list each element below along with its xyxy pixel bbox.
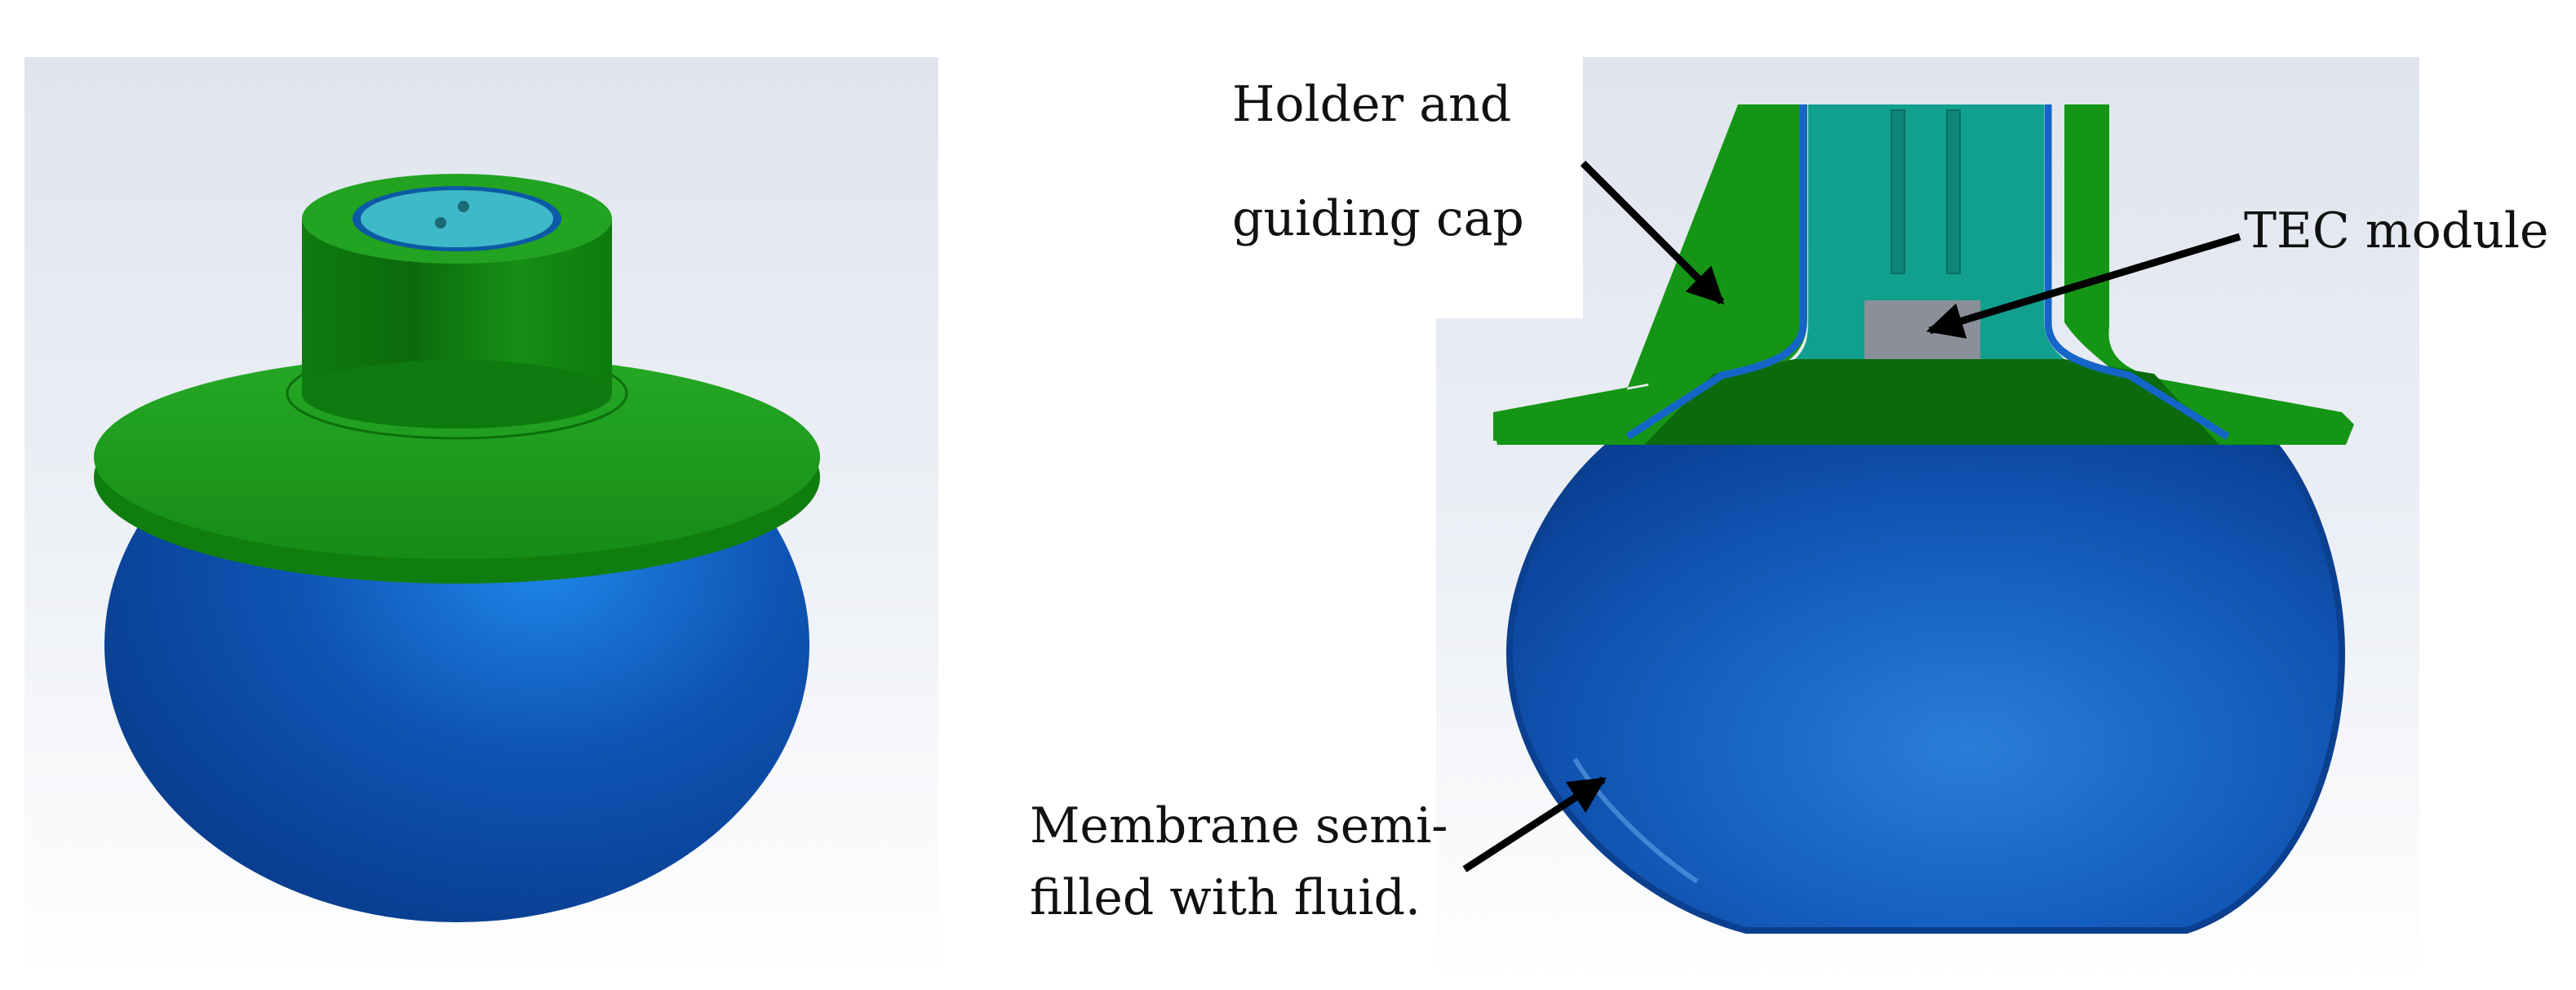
channel-1: [1891, 109, 1905, 274]
holder-brim-left: [1493, 104, 1791, 445]
port-hole-1: [458, 201, 469, 212]
membrane-highlight: [1572, 757, 1699, 884]
label-area-holder: [1199, 49, 1583, 318]
right-panel: Holder and guiding cap TEC module Membra…: [1030, 49, 2549, 979]
holder-brim: [94, 355, 820, 559]
left-panel: [24, 57, 938, 979]
tec-module: [1864, 300, 1980, 359]
label-membrane-line1: Membrane semi-: [1030, 797, 1448, 855]
arrow-tec: [1926, 233, 2241, 339]
holder-base: [1644, 359, 2219, 445]
membrane-wall-left: [1625, 104, 1807, 440]
channel-2: [1946, 109, 1961, 274]
holder-brim-right: [2064, 104, 2354, 445]
membrane-section: [1505, 405, 2346, 934]
label-holder-line1: Holder and: [1232, 76, 1511, 133]
port-hole-2: [435, 217, 446, 229]
membrane-wall-right: [2044, 104, 2230, 440]
label-tec: TEC module: [2244, 202, 2549, 260]
arrow-membrane: [1462, 776, 1607, 872]
holder-section: [1493, 104, 1807, 441]
arrow-holder: [1580, 160, 1725, 305]
cap-cylinder-base: [302, 360, 612, 428]
label-holder-line2: guiding cap: [1232, 190, 1524, 247]
cap-top-window: [361, 190, 553, 247]
label-membrane-line2: filled with fluid.: [1030, 869, 1421, 926]
guiding-cap-chamber: [1795, 104, 2064, 359]
